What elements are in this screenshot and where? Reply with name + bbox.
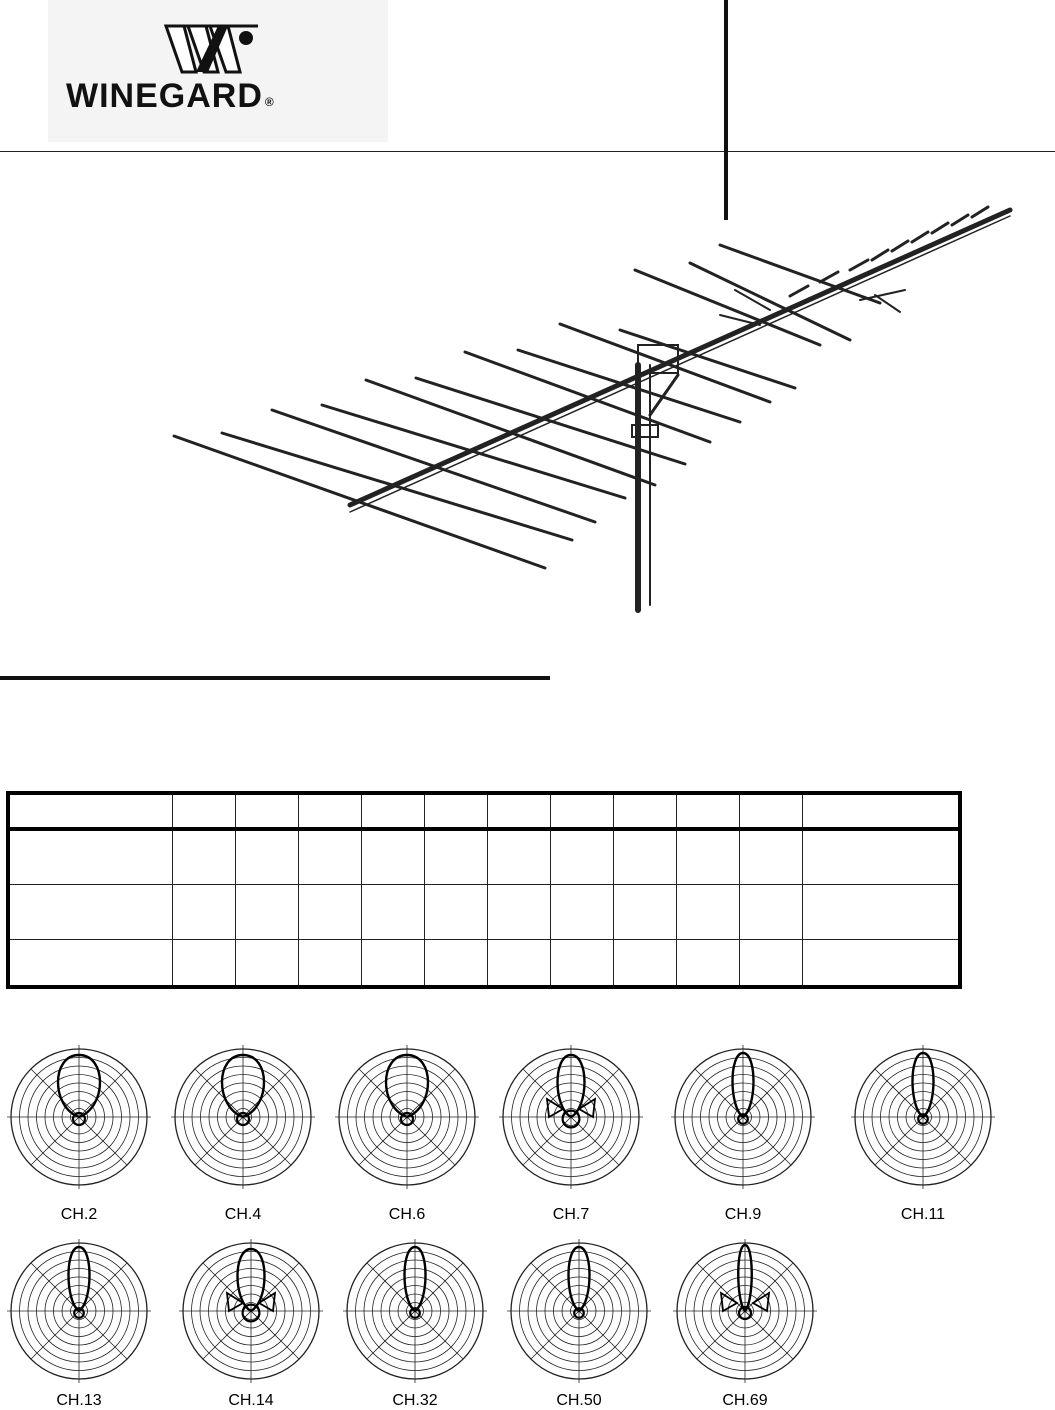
table-cell [298, 792, 362, 831]
channel-label: CH.14 [228, 1392, 274, 1409]
table-cell [550, 883, 614, 940]
polar-pattern-row2-3 [507, 1239, 651, 1383]
table-cell [613, 938, 677, 988]
table-cell [613, 828, 677, 885]
table-cell [676, 883, 740, 940]
table-cell [172, 792, 236, 831]
table-cell [613, 792, 677, 831]
table-cell [487, 883, 551, 940]
polar-pattern-row1-1 [171, 1045, 315, 1189]
brand-wordmark: WINEGARD® [66, 77, 275, 115]
table-cell [739, 828, 803, 885]
table-cell [172, 828, 236, 885]
table-cell [676, 938, 740, 988]
table-cell [424, 792, 488, 831]
table-cell [361, 883, 425, 940]
header-vertical-divider [724, 0, 728, 220]
polar-pattern-row2-4 [673, 1239, 817, 1383]
channel-label: CH.9 [724, 1206, 762, 1223]
table-cell [172, 883, 236, 940]
polar-pattern-row1-3 [499, 1045, 643, 1189]
channel-label: CH.11 [900, 1206, 946, 1223]
channel-label: CH.50 [556, 1392, 602, 1409]
table-cell [613, 883, 677, 940]
table-cell [802, 792, 961, 831]
channel-label: CH.32 [392, 1392, 438, 1409]
polar-pattern-row1-4 [671, 1045, 815, 1189]
table-cell [550, 792, 614, 831]
table-cell [298, 938, 362, 988]
channel-label: CH.13 [56, 1392, 102, 1409]
table-cell [739, 938, 803, 988]
table-cell [235, 938, 299, 988]
table-cell [487, 938, 551, 988]
table-cell [298, 828, 362, 885]
table-cell [361, 938, 425, 988]
table-cell [172, 938, 236, 988]
table-row [7, 883, 961, 940]
table-cell [424, 828, 488, 885]
channel-label: CH.4 [224, 1206, 262, 1223]
polar-pattern-row1-5 [851, 1045, 995, 1189]
table-cell [550, 828, 614, 885]
table-cell [235, 828, 299, 885]
table-cell [7, 883, 173, 940]
table-row [7, 938, 961, 988]
table-cell [802, 883, 961, 940]
polar-pattern-row2-0 [7, 1239, 151, 1383]
header-divider [0, 151, 1055, 152]
table-cell [361, 828, 425, 885]
table-cell [235, 883, 299, 940]
table-cell [487, 792, 551, 831]
table-cell [676, 828, 740, 885]
table-cell [7, 792, 173, 831]
specification-table [6, 791, 962, 989]
table-cell [235, 792, 299, 831]
polar-pattern-row1-0 [7, 1045, 151, 1189]
polar-pattern-row2-2 [343, 1239, 487, 1383]
table-cell [424, 883, 488, 940]
polar-pattern-row2-1 [179, 1239, 323, 1383]
table-cell [487, 828, 551, 885]
table-cell [361, 792, 425, 831]
table-cell [7, 938, 173, 988]
table-cell [424, 938, 488, 988]
table-row [7, 828, 961, 885]
table-cell [550, 938, 614, 988]
table-cell [7, 828, 173, 885]
table-cell [298, 883, 362, 940]
table-cell [676, 792, 740, 831]
table-cell [802, 828, 961, 885]
winegard-w-logo-icon [163, 24, 258, 74]
table-header-row [7, 792, 961, 831]
channel-label: CH.7 [552, 1206, 590, 1223]
channel-label: CH.2 [60, 1206, 98, 1223]
polar-pattern-row1-2 [335, 1045, 479, 1189]
section-divider [0, 676, 550, 680]
antenna-illustration [172, 205, 1013, 613]
channel-label: CH.69 [722, 1392, 768, 1409]
table-cell [802, 938, 961, 988]
table-cell [739, 792, 803, 831]
table-cell [739, 883, 803, 940]
channel-label: CH.6 [388, 1206, 426, 1223]
